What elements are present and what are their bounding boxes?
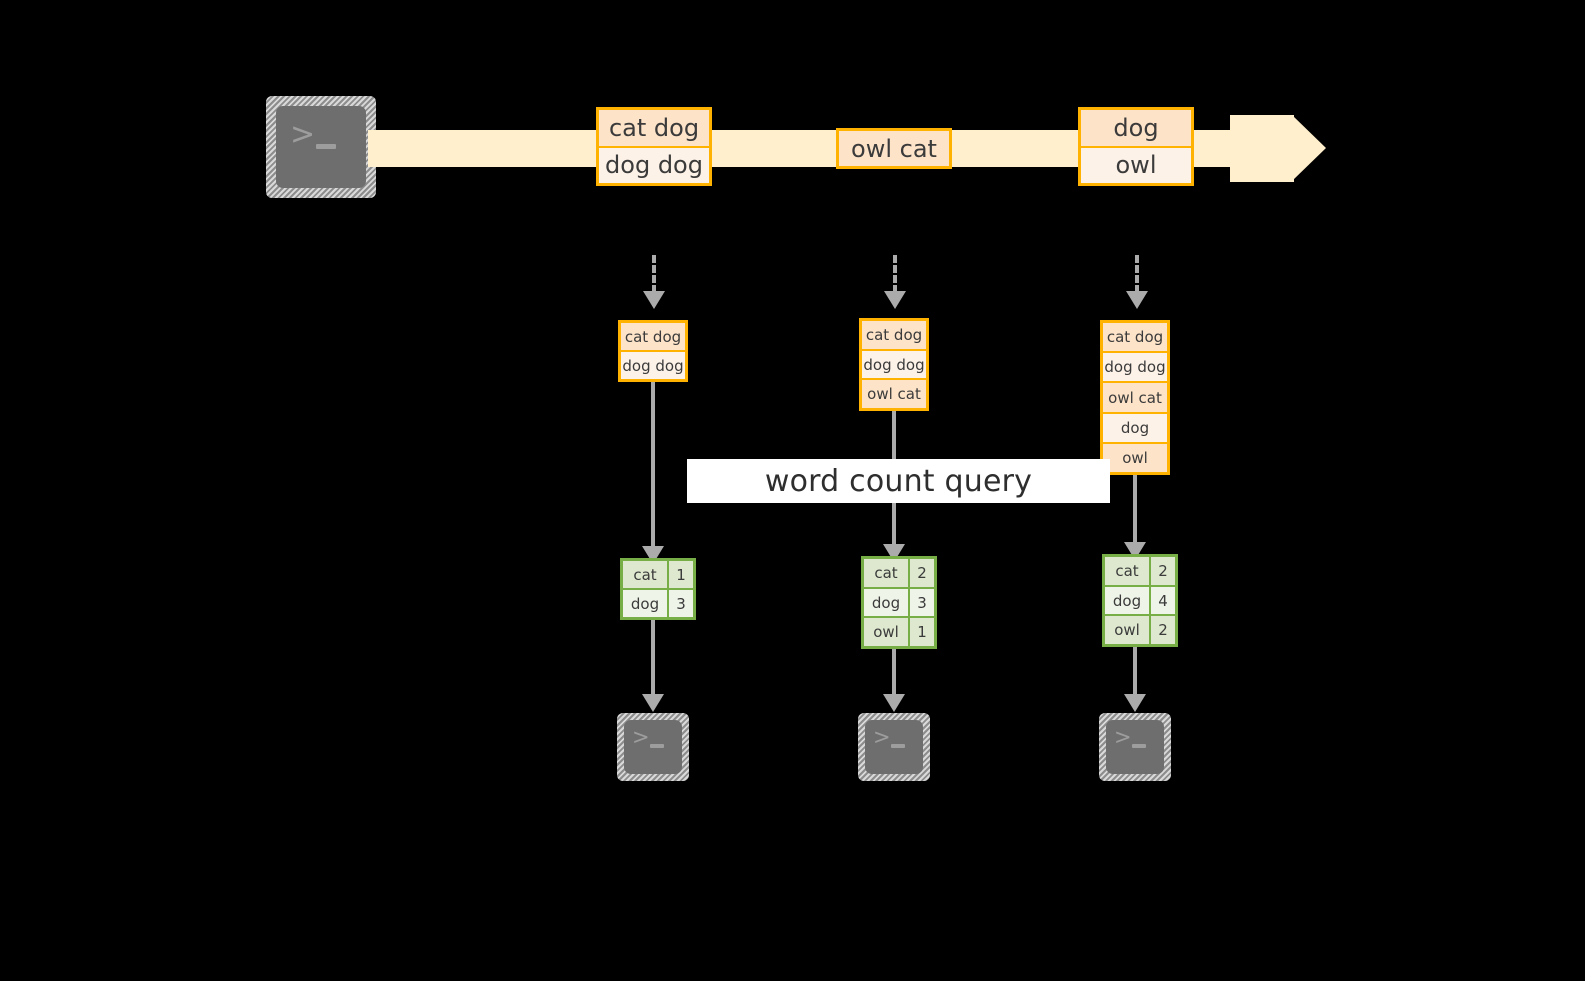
record-line: owl bbox=[1081, 145, 1191, 183]
snapshot-record-stack: cat dog dog dog bbox=[618, 320, 688, 382]
table-row: cat 2 bbox=[1105, 557, 1175, 585]
snapshot-record-stack: cat dog dog dog owl cat dog owl bbox=[1100, 320, 1170, 475]
terminal-screen: > bbox=[1106, 720, 1164, 774]
table-row: cat 1 bbox=[623, 561, 693, 588]
query-connector bbox=[651, 382, 655, 552]
record-line: dog bbox=[1081, 110, 1191, 146]
terminal-prompt-underscore bbox=[650, 744, 664, 748]
sink-arrowhead bbox=[883, 694, 905, 712]
result-count: 3 bbox=[908, 588, 934, 617]
result-word: cat bbox=[1105, 557, 1149, 585]
source-terminal-icon: > bbox=[266, 96, 376, 198]
stream-event-record: owl cat bbox=[836, 128, 952, 169]
result-count: 1 bbox=[908, 618, 934, 647]
stream-event-record: dog owl bbox=[1078, 107, 1194, 186]
record-line: owl cat bbox=[839, 131, 949, 166]
result-word: dog bbox=[1105, 586, 1149, 615]
table-row: dog 3 bbox=[864, 586, 934, 617]
result-count: 1 bbox=[667, 561, 693, 588]
query-connector bbox=[1133, 475, 1137, 548]
snapshot-row: owl cat bbox=[862, 378, 926, 409]
table-row: dog 4 bbox=[1105, 584, 1175, 615]
snapshot-row: cat dog bbox=[1103, 323, 1167, 352]
sink-terminal-icon: > bbox=[617, 713, 689, 781]
sink-arrowhead bbox=[642, 694, 664, 712]
word-count-result-table: cat 1 dog 3 bbox=[620, 558, 696, 620]
result-word: cat bbox=[623, 561, 667, 588]
sink-connector bbox=[651, 620, 655, 698]
sink-connector bbox=[1133, 647, 1137, 698]
terminal-prompt-chevron: > bbox=[632, 725, 650, 749]
snapshot-dashed-arrowhead bbox=[884, 291, 906, 309]
result-word: cat bbox=[864, 559, 908, 587]
terminal-prompt-chevron: > bbox=[290, 117, 316, 152]
result-count: 3 bbox=[667, 590, 693, 617]
snapshot-dashed-connector bbox=[893, 255, 897, 293]
result-count: 4 bbox=[1149, 586, 1175, 615]
record-line: cat dog bbox=[599, 110, 709, 146]
terminal-screen: > bbox=[865, 720, 923, 774]
snapshot-dashed-arrowhead bbox=[1126, 291, 1148, 309]
table-row: owl 1 bbox=[864, 616, 934, 647]
snapshot-row: dog dog bbox=[621, 350, 685, 379]
snapshot-row: dog dog bbox=[862, 348, 926, 379]
terminal-prompt-chevron: > bbox=[873, 725, 891, 749]
result-count: 2 bbox=[1149, 616, 1175, 645]
terminal-screen: > bbox=[624, 720, 682, 774]
snapshot-row: owl cat bbox=[1103, 381, 1167, 412]
event-stream-head-base bbox=[1230, 115, 1294, 182]
word-count-result-table: cat 2 dog 3 owl 1 bbox=[861, 556, 937, 649]
sink-arrowhead bbox=[1124, 694, 1146, 712]
event-stream-arrowhead bbox=[1292, 115, 1326, 181]
result-count: 2 bbox=[908, 559, 934, 587]
terminal-screen: > bbox=[276, 106, 366, 188]
terminal-prompt-underscore bbox=[891, 744, 905, 748]
query-label-text: word count query bbox=[764, 463, 1033, 499]
snapshot-dashed-arrowhead bbox=[643, 291, 665, 309]
result-word: dog bbox=[864, 588, 908, 617]
result-count: 2 bbox=[1149, 557, 1175, 585]
table-row: dog 3 bbox=[623, 588, 693, 617]
stream-event-record: cat dog dog dog bbox=[596, 107, 712, 186]
query-label-banner: word count query bbox=[687, 459, 1110, 503]
snapshot-row: cat dog bbox=[862, 321, 926, 349]
table-row: owl 2 bbox=[1105, 614, 1175, 645]
result-word: dog bbox=[623, 590, 667, 617]
table-row: cat 2 bbox=[864, 559, 934, 587]
snapshot-row: dog dog bbox=[1103, 351, 1167, 382]
terminal-prompt-underscore bbox=[316, 144, 336, 149]
sink-connector bbox=[892, 649, 896, 698]
word-count-result-table: cat 2 dog 4 owl 2 bbox=[1102, 554, 1178, 647]
result-word: owl bbox=[1105, 616, 1149, 645]
snapshot-record-stack: cat dog dog dog owl cat bbox=[859, 318, 929, 411]
snapshot-row: owl bbox=[1103, 441, 1167, 473]
sink-terminal-icon: > bbox=[858, 713, 930, 781]
sink-terminal-icon: > bbox=[1099, 713, 1171, 781]
snapshot-row: dog bbox=[1103, 411, 1167, 442]
record-line: dog dog bbox=[599, 145, 709, 183]
terminal-prompt-underscore bbox=[1132, 744, 1146, 748]
snapshot-dashed-connector bbox=[652, 255, 656, 293]
snapshot-row: cat dog bbox=[621, 323, 685, 350]
result-word: owl bbox=[864, 618, 908, 647]
snapshot-dashed-connector bbox=[1135, 255, 1139, 293]
terminal-prompt-chevron: > bbox=[1114, 725, 1132, 749]
